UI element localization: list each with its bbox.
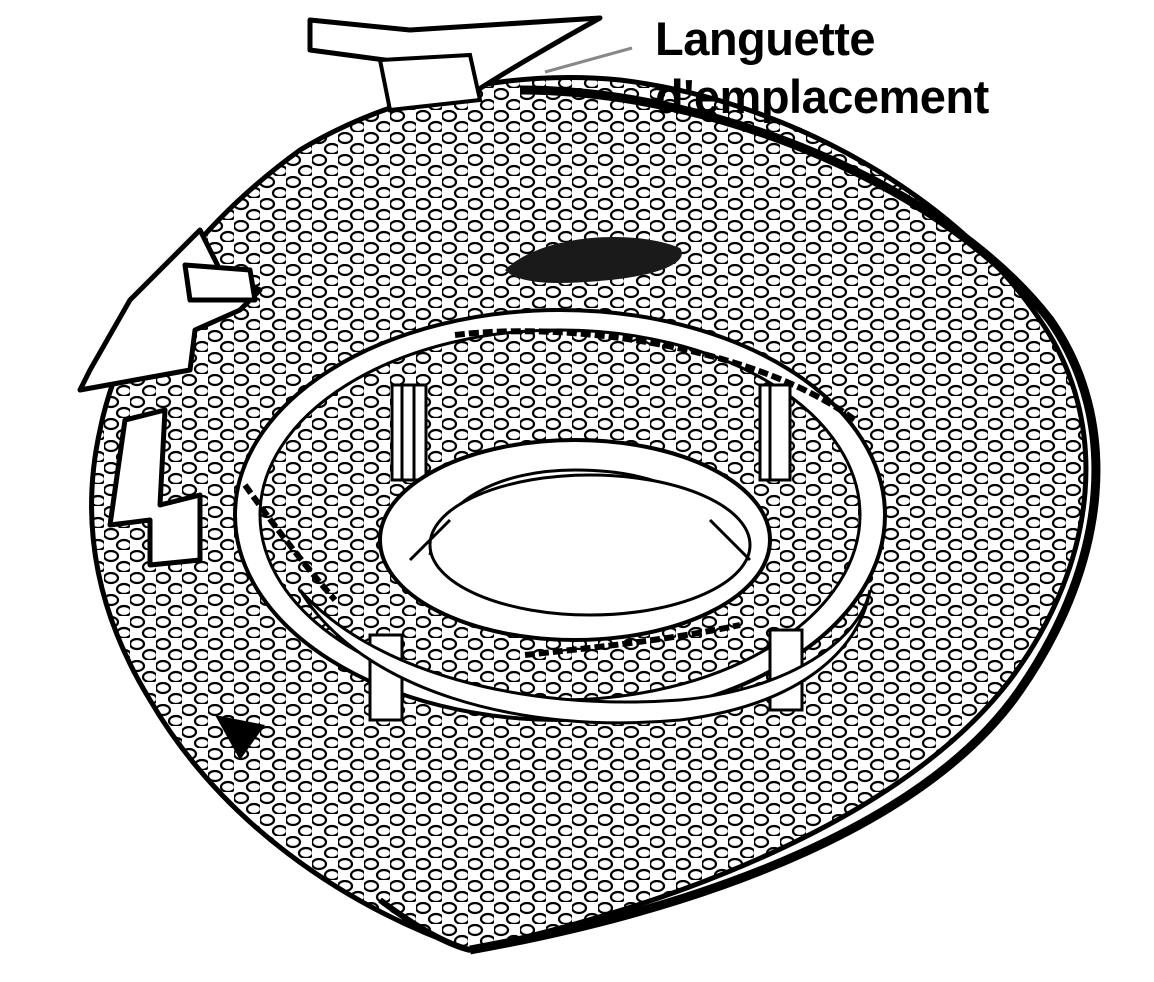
basket-rim — [469, 85, 1101, 955]
inner-lower-band — [298, 589, 872, 725]
ring-highlight-top — [454, 328, 857, 423]
callout-leader-line — [544, 46, 633, 74]
side-latch-bracket — [77, 227, 263, 568]
bottom-tip — [378, 897, 471, 953]
locating-tab — [307, 15, 603, 113]
ring-highlight-left — [242, 483, 338, 602]
shadow-patch — [505, 236, 682, 283]
callout-line-2: d'emplacement — [655, 70, 989, 123]
callout-label-locating-tab: Languette d'emplacement — [655, 10, 989, 126]
ring-support-posts — [368, 383, 804, 722]
callout-line-1: Languette — [655, 12, 876, 65]
central-hub — [378, 438, 772, 642]
ring-highlight-bottom — [524, 622, 741, 658]
direction-arrow-marker — [215, 715, 265, 760]
